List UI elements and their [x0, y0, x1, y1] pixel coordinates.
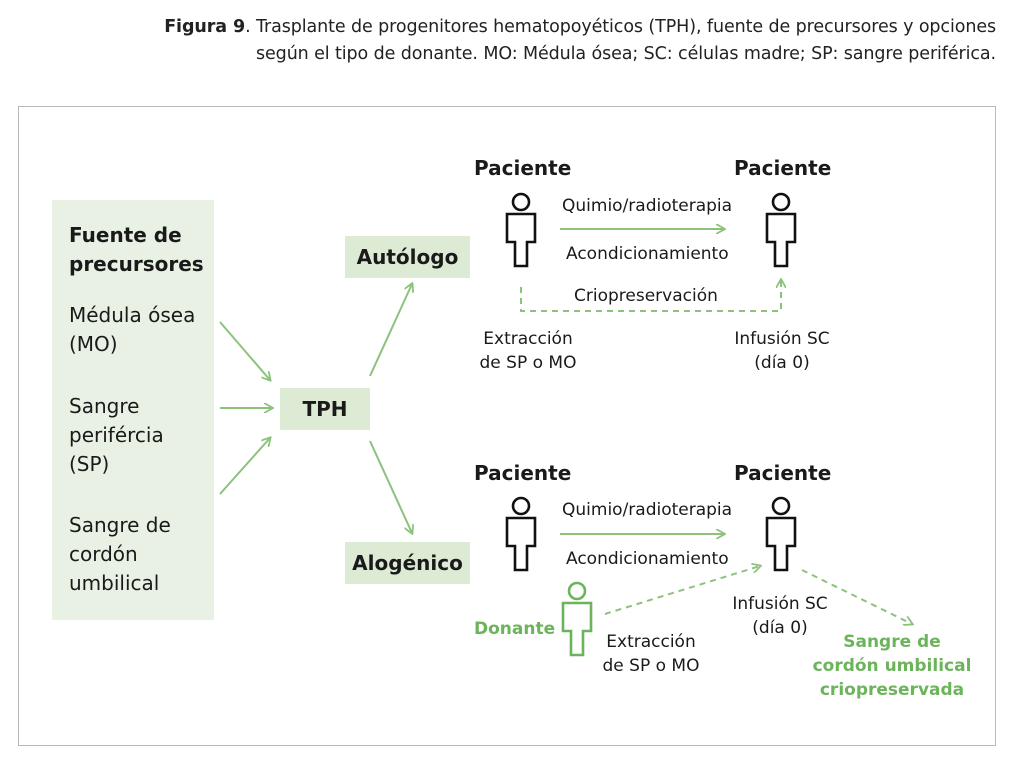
alo-patient-right-label: Paciente	[734, 461, 832, 485]
alo-patient-left-label: Paciente	[474, 461, 572, 485]
auto-patient-left-label: Paciente	[474, 156, 572, 180]
alo-cord-label: Sangre de cordón umbilical criopreservad…	[812, 630, 972, 702]
auto-extract-line-2: de SP o MO	[479, 353, 577, 373]
caption-line-2: según el tipo de donante. MO: Médula óse…	[256, 44, 996, 64]
alo-acond-label: Acondicionamiento	[566, 549, 729, 569]
alo-patient-right-icon	[765, 496, 797, 572]
alo-extract-line-2: de SP o MO	[602, 656, 700, 676]
auto-acond-label: Acondicionamiento	[566, 244, 729, 264]
arrow-mo-to-tph	[219, 321, 270, 380]
alo-cord-line-2: cordón umbilical	[812, 656, 972, 676]
arrow-tph-to-autologo	[369, 284, 412, 377]
donor-icon	[561, 581, 593, 657]
auto-infusion-line-2: (día 0)	[754, 353, 810, 373]
alo-patient-left-icon	[505, 496, 537, 572]
auto-infusion-line-1: Infusión SC	[734, 329, 830, 349]
alo-quimio-label: Quimio/radioterapia	[562, 500, 733, 520]
caption-line-1: . Trasplante de progenitores hematopoyét…	[245, 17, 996, 37]
alo-infusion-line-1: Infusión SC	[732, 594, 828, 614]
alo-infusion-label: Infusión SC (día 0)	[728, 592, 832, 640]
source-title: Fuente de precursores	[69, 223, 204, 276]
source-item-sp: Sangre perifércia (SP)	[69, 394, 164, 476]
auto-quimio-label: Quimio/radioterapia	[562, 196, 733, 216]
auto-infusion-label: Infusión SC (día 0)	[730, 327, 834, 375]
alogenico-box: Alogénico	[345, 542, 470, 584]
autologo-box: Autólogo	[345, 236, 470, 278]
source-item-cord: Sangre de cordón umbilical	[69, 513, 171, 595]
alo-cord-line-1: Sangre de	[843, 632, 941, 652]
auto-crio-label: Criopreservación	[574, 286, 718, 306]
patient-to-cord-dashed-arrow	[801, 569, 912, 624]
donor-to-patient-dashed-arrow	[604, 566, 760, 615]
auto-patient-right-icon	[765, 192, 797, 268]
auto-patient-right-label: Paciente	[734, 156, 832, 180]
arrow-tph-to-alogenico	[369, 440, 412, 533]
source-item-mo: Médula ósea (MO)	[69, 303, 196, 356]
auto-crio-dashed-arrow	[520, 280, 781, 312]
figure-caption: Figura 9. Trasplante de progenitores hem…	[164, 14, 996, 68]
alo-extract-line-1: Extracción	[606, 632, 696, 652]
alo-extract-label: Extracción de SP o MO	[599, 630, 703, 678]
auto-extract-label: Extracción de SP o MO	[476, 327, 580, 375]
tph-box: TPH	[280, 388, 370, 430]
figure-label: Figura 9	[164, 17, 246, 37]
auto-patient-left-icon	[505, 192, 537, 268]
alo-cord-line-3: criopreservada	[819, 680, 965, 700]
alo-infusion-line-2: (día 0)	[752, 618, 808, 638]
source-panel	[52, 200, 214, 620]
auto-extract-line-1: Extracción	[483, 329, 573, 349]
arrow-cord-to-tph	[219, 438, 270, 495]
diagram-frame	[18, 106, 996, 746]
alo-donor-label: Donante	[474, 619, 556, 639]
